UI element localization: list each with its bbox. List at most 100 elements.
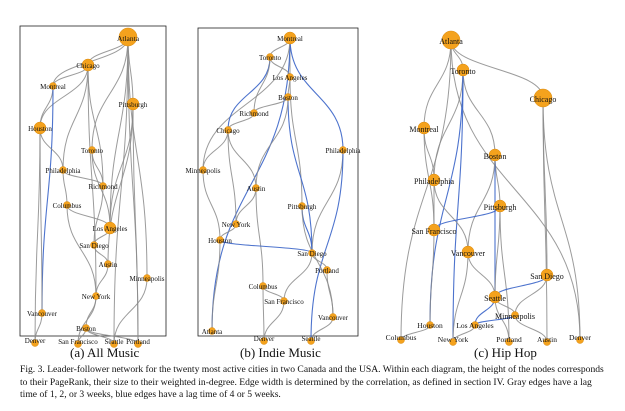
node-richmond: Richmond <box>88 182 118 191</box>
node-marker-houston <box>33 121 47 135</box>
node-marker-minneapolis <box>511 311 519 319</box>
node-austin: Austin <box>99 260 118 269</box>
edge-chicago-to-denver <box>542 97 581 341</box>
edge-montreal-to-houston <box>39 85 54 129</box>
node-new-york: New York <box>438 335 468 346</box>
node-marker-portland <box>134 340 142 348</box>
edge-san-diego-to-san-francisco <box>283 252 313 302</box>
figure-caption: Fig. 3. Leader-follower network for the … <box>20 364 604 400</box>
edge-houston-to-vancouver <box>39 127 43 314</box>
node-chicago: Chicago <box>76 58 100 72</box>
node-marker-vancouver <box>38 309 46 317</box>
edge-austin-to-columbus <box>255 187 264 287</box>
node-vancouver: Vancouver <box>318 313 349 322</box>
node-marker-denver <box>576 336 584 344</box>
node-label-austin: Austin <box>537 335 557 344</box>
node-marker-san-francisco <box>280 297 288 305</box>
node-marker-houston <box>426 321 434 329</box>
node-los-angeles: Los Angeles <box>456 321 493 330</box>
panel-frame-b <box>197 27 359 337</box>
edge-chicago-to-philadelphia <box>62 64 89 171</box>
node-montreal: Montreal <box>277 31 303 45</box>
node-marker-chicago <box>224 126 232 134</box>
node-label-denver: Denver <box>569 333 592 342</box>
node-label-minneapolis: Minneapolis <box>130 275 165 283</box>
node-label-pittsburgh: Pittsburgh <box>288 203 317 211</box>
node-label-philadelphia: Philadelphia <box>414 177 454 186</box>
node-marker-san-diego <box>90 241 98 249</box>
edge-boston-to-pittsburgh <box>494 154 501 207</box>
node-label-toronto: Toronto <box>259 54 282 62</box>
node-marker-toronto <box>88 146 96 154</box>
node-marker-san-diego <box>308 249 316 257</box>
node-marker-portland <box>323 266 331 274</box>
edge-atlanta-to-chicago <box>450 39 544 99</box>
edge-philadelphia-to-columbus <box>62 169 68 206</box>
edge-toronto-to-boston <box>462 69 496 156</box>
node-marker-montreal <box>417 121 431 135</box>
node-marker-montreal <box>283 31 297 45</box>
node-marker-pittsburgh <box>298 202 306 210</box>
node-label-vancouver: Vancouver <box>318 314 349 322</box>
node-label-richmond: Richmond <box>239 110 269 118</box>
node-label-chicago: Chicago <box>76 62 100 70</box>
node-portland: Portland <box>496 335 522 346</box>
node-seattle: Seattle <box>301 335 321 345</box>
node-new-york: New York <box>82 292 111 301</box>
edge-boston-to-san-diego <box>287 96 313 254</box>
node-marker-austin <box>104 260 112 268</box>
edge-columbus-to-denver <box>262 285 265 342</box>
node-pittsburgh: Pittsburgh <box>484 199 516 213</box>
node-san-francisco: San Francisco <box>411 223 457 237</box>
edge-pittsburgh-to-seattle <box>494 205 501 298</box>
node-toronto: Toronto <box>259 53 282 62</box>
node-label-toronto: Toronto <box>81 147 104 155</box>
node-marker-seattle <box>307 337 315 345</box>
edge-vancouver-to-new-york <box>452 251 469 343</box>
node-label-minneapolis: Minneapolis <box>186 167 221 175</box>
node-marker-atlanta <box>441 30 461 50</box>
edge-pittsburgh-to-portland <box>499 205 510 343</box>
edge-minneapolis-to-seattle <box>113 277 148 345</box>
node-marker-houston <box>216 236 224 244</box>
node-label-seattle: Seattle <box>104 338 123 346</box>
node-marker-philadelphia <box>427 173 441 187</box>
node-marker-boston <box>488 148 502 162</box>
node-label-san-diego: San Diego <box>297 250 327 258</box>
node-label-vancouver: Vancouver <box>27 310 58 318</box>
edge-chicago-to-minneapolis <box>202 129 229 171</box>
edge-new-york-to-san-francisco <box>77 295 97 345</box>
node-label-san-diego: San Diego <box>530 272 564 281</box>
node-philadelphia: Philadelphia <box>46 166 81 175</box>
node-label-new-york: New York <box>222 221 251 229</box>
edge-atlanta-to-montreal <box>423 39 452 129</box>
node-label-montreal: Montreal <box>277 35 303 43</box>
node-label-boston: Boston <box>76 325 96 333</box>
node-label-montreal: Montreal <box>409 125 439 134</box>
node-marker-chicago <box>533 88 553 108</box>
node-label-atlanta: Atlanta <box>202 328 223 336</box>
node-marker-san-francisco <box>74 340 82 348</box>
node-marker-los-angeles <box>103 221 117 235</box>
node-houston: Houston <box>208 236 232 245</box>
edge-atlanta-to-los-angeles <box>109 36 129 229</box>
edge-atlanta-to-denver <box>450 39 581 341</box>
node-boston: Boston <box>484 148 506 162</box>
node-marker-seattle <box>110 340 118 348</box>
edge-austin-to-new-york <box>235 187 257 225</box>
node-portland: Portland <box>126 338 150 348</box>
edge-columbus-to-new-york <box>66 204 97 297</box>
node-marker-san-diego <box>540 268 554 282</box>
node-marker-columbus <box>259 282 267 290</box>
edge-atlanta-to-columbus <box>400 39 452 341</box>
edge-montreal-to-vancouver <box>41 85 54 314</box>
edge-atlanta-to-toronto <box>91 36 129 151</box>
node-label-richmond: Richmond <box>88 183 118 191</box>
node-austin: Austin <box>537 335 557 346</box>
edge-chicago-to-austin <box>542 97 548 343</box>
node-marker-columbus <box>63 201 71 209</box>
node-label-san-francisco: San Francisco <box>411 227 456 236</box>
node-portland: Portland <box>315 266 339 275</box>
edge-pittsburgh-to-vancouver <box>301 205 334 318</box>
